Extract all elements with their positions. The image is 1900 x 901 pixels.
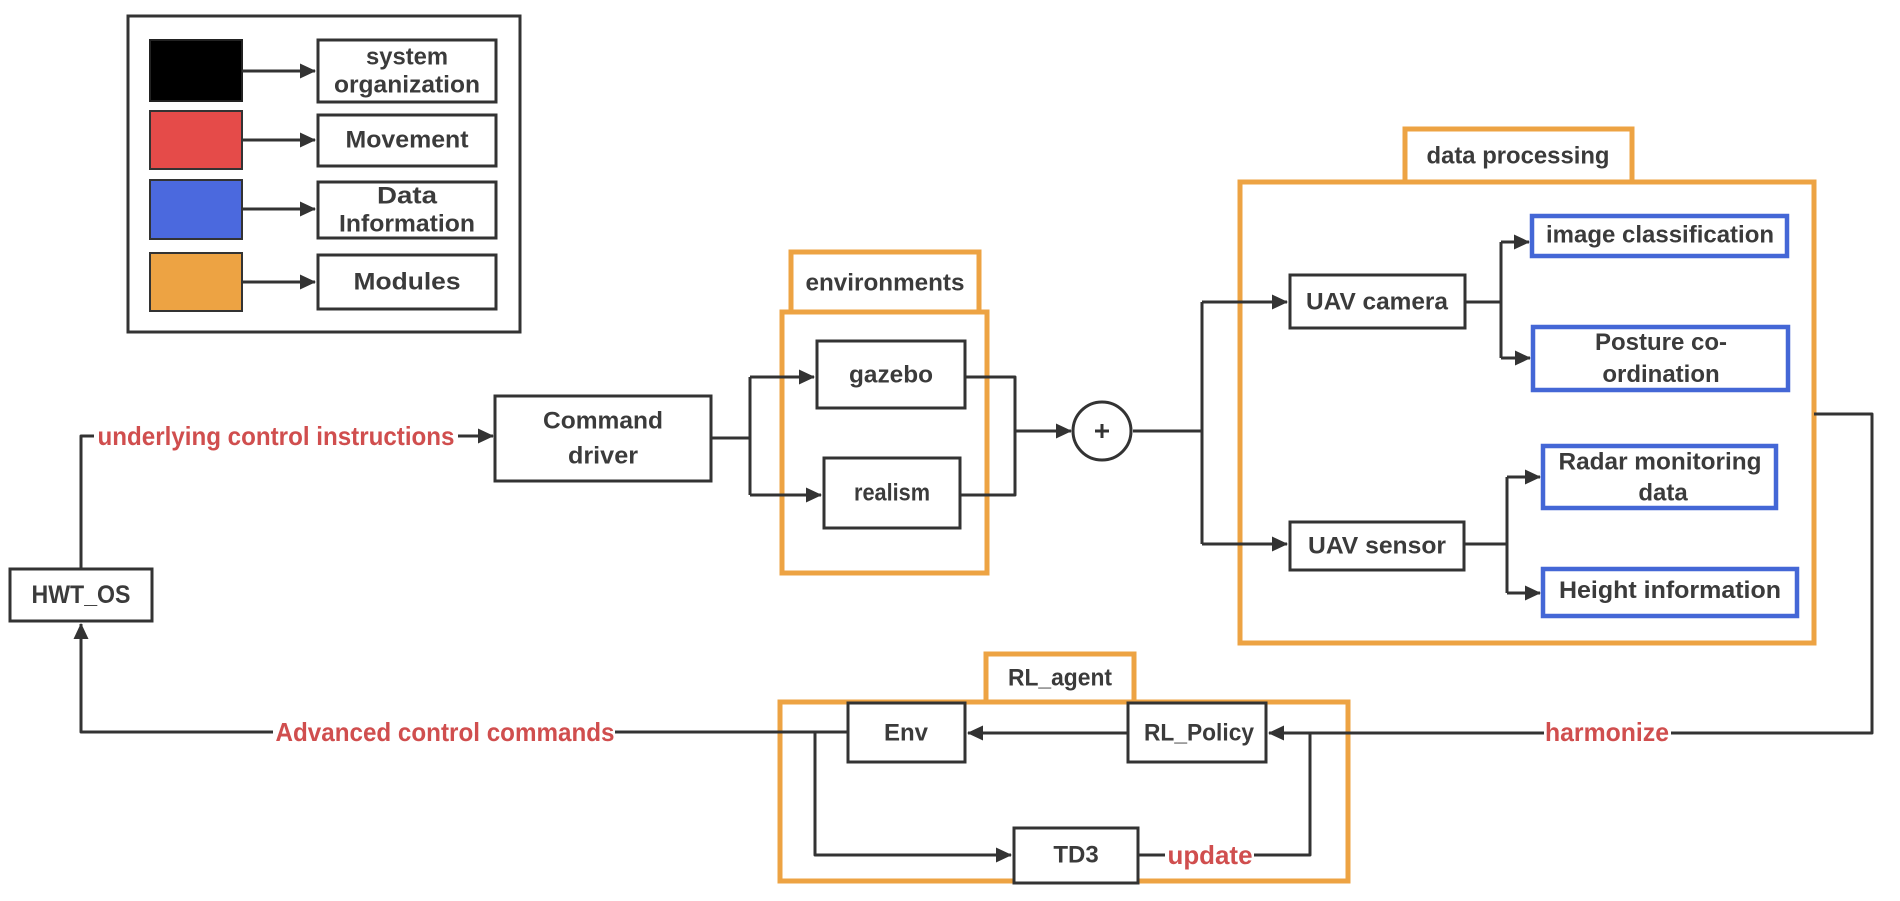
svg-text:image classification: image classification: [1546, 222, 1774, 249]
svg-text:underlying control instruction: underlying control instructions: [98, 421, 455, 451]
svg-text:Height information: Height information: [1559, 577, 1781, 604]
svg-text:harmonize: harmonize: [1545, 717, 1669, 747]
svg-text:system: system: [366, 44, 448, 71]
svg-text:TD3: TD3: [1053, 842, 1098, 869]
svg-text:gazebo: gazebo: [849, 362, 933, 389]
svg-text:update: update: [1168, 840, 1253, 870]
svg-text:environments: environments: [806, 270, 965, 297]
svg-text:driver: driver: [568, 443, 638, 470]
svg-text:data: data: [1638, 480, 1688, 507]
svg-text:RL_agent: RL_agent: [1008, 665, 1112, 692]
svg-text:data processing: data processing: [1427, 143, 1610, 170]
svg-text:Movement: Movement: [346, 127, 469, 154]
svg-text:Radar monitoring: Radar monitoring: [1559, 449, 1762, 476]
svg-text:realism: realism: [854, 480, 930, 507]
svg-text:UAV camera: UAV camera: [1306, 289, 1449, 316]
svg-text:Command: Command: [543, 408, 663, 435]
svg-text:UAV sensor: UAV sensor: [1308, 533, 1446, 560]
svg-text:HWT_OS: HWT_OS: [32, 581, 131, 609]
svg-text:RL_Policy: RL_Policy: [1144, 720, 1255, 747]
svg-text:Advanced control commands: Advanced control commands: [276, 717, 615, 747]
svg-text:ordination: ordination: [1602, 361, 1719, 388]
svg-text:Information: Information: [339, 211, 475, 238]
svg-text:Env: Env: [884, 720, 929, 747]
svg-text:Data: Data: [377, 183, 438, 210]
svg-text:Modules: Modules: [354, 269, 461, 296]
svg-text:Posture co-: Posture co-: [1595, 329, 1727, 356]
svg-text:organization: organization: [334, 72, 480, 99]
